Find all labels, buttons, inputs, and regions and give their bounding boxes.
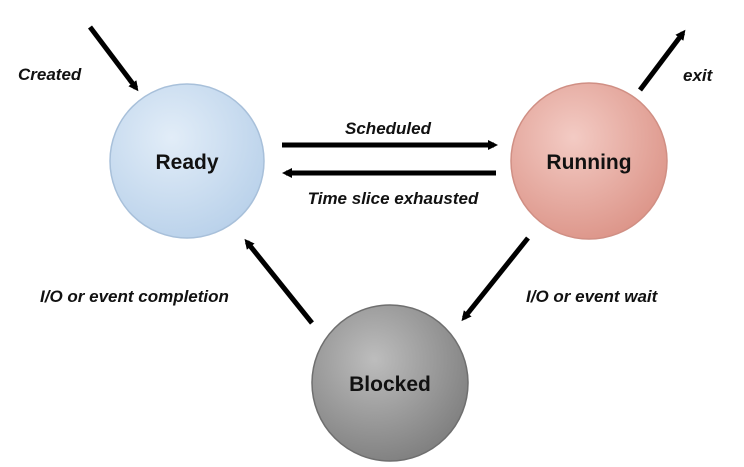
running-label: Running (546, 151, 631, 174)
ready-label: Ready (155, 151, 218, 174)
time-slice-label: Time slice exhausted (308, 189, 479, 208)
exit-label: exit (683, 66, 714, 85)
blocked-node (311, 304, 469, 462)
running-node (510, 82, 668, 240)
state-blocked: Blocked (311, 304, 469, 462)
created-label: Created (18, 65, 82, 84)
scheduled-label: Scheduled (345, 119, 432, 138)
ready-node (109, 83, 265, 239)
exit-arrow (638, 29, 686, 92)
io-completion-arrow (244, 238, 314, 325)
io-wait-label: I/O or event wait (526, 287, 659, 306)
created-arrow (88, 25, 139, 92)
io-completion-label: I/O or event completion (40, 287, 229, 306)
io-wait-arrow (461, 236, 530, 322)
blocked-label: Blocked (349, 373, 431, 396)
state-ready: Ready (109, 83, 265, 239)
state-running: Running (510, 82, 668, 240)
